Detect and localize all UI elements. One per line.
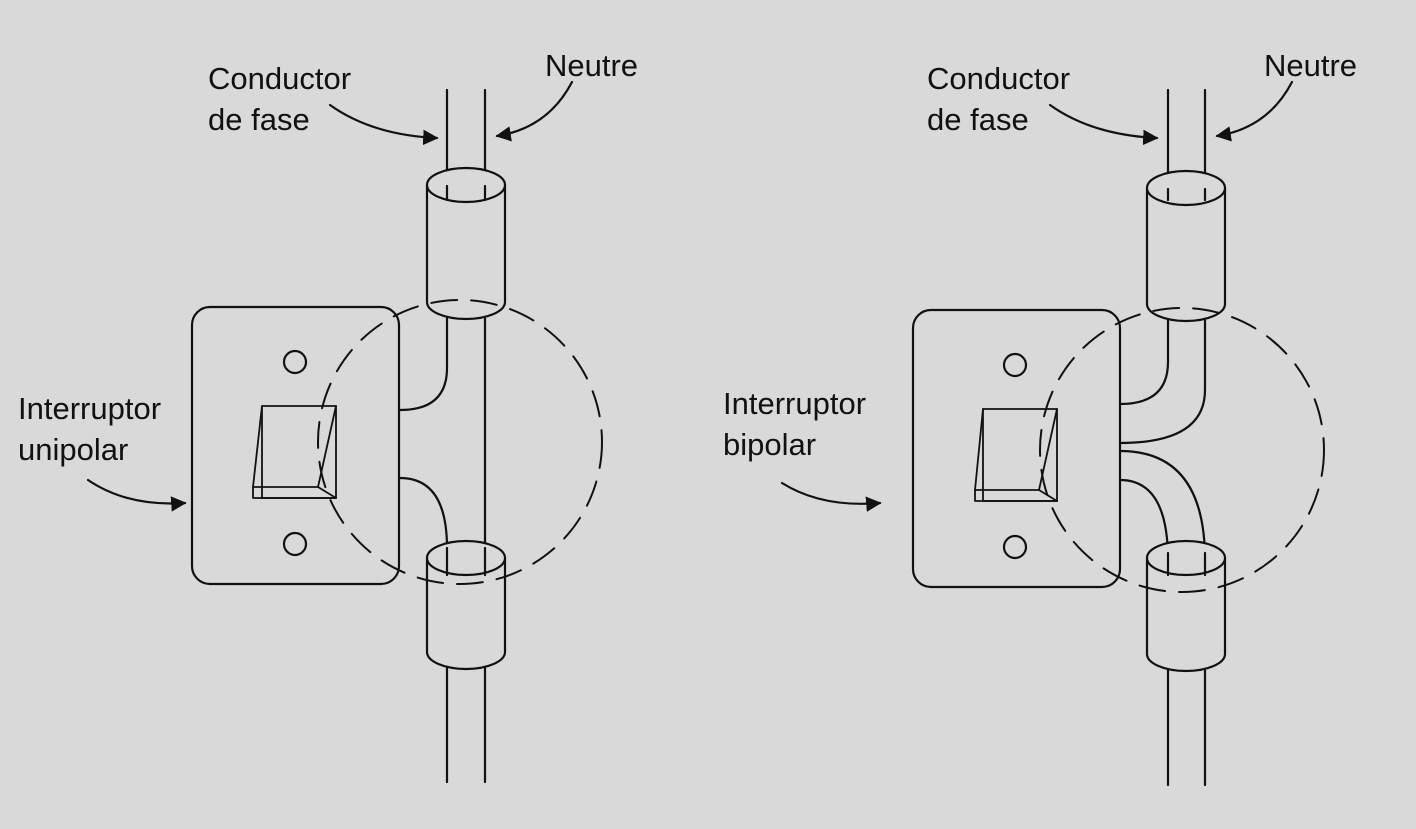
phase-arrow — [328, 103, 439, 146]
switch-arrow — [780, 481, 882, 512]
phase-label-line2: de fase — [927, 102, 1029, 137]
rocker-toggle — [974, 408, 1058, 502]
detail-circle — [317, 299, 603, 585]
phase-conductor-label: Conductor de fase — [927, 58, 1070, 140]
switch-plate — [911, 308, 1122, 589]
unipolar-switch-diagram — [86, 80, 603, 784]
switch-label-line2: bipolar — [723, 427, 817, 462]
phase-arrow — [1048, 103, 1159, 146]
neutral-wire-in — [1118, 318, 1207, 445]
bipolar-switch-diagram — [780, 80, 1325, 787]
screw-top — [1002, 352, 1028, 378]
screw-top — [282, 349, 308, 375]
detail-circle — [1039, 307, 1325, 593]
switch-type-label: Interruptor bipolar — [723, 383, 866, 465]
neutral-label: Neutre — [1264, 48, 1358, 83]
screw-bottom — [282, 531, 308, 557]
switch-plate — [190, 305, 401, 586]
phase-label-line2: de fase — [208, 102, 310, 137]
phase-label-line1: Conductor — [208, 61, 352, 96]
switch-label-line1: Interruptor — [18, 391, 162, 426]
lower-conduit — [1145, 539, 1227, 673]
upper-conduit — [425, 166, 507, 321]
phase-conductor-label: Conductor de fase — [208, 58, 351, 140]
phase-wire-in — [1118, 318, 1170, 406]
neutral-label: Neutre — [545, 48, 639, 83]
switch-label-line2: unipolar — [18, 432, 129, 467]
upper-conduit — [1145, 169, 1227, 323]
neutral-arrow — [495, 80, 574, 142]
neutral-arrow — [1215, 80, 1294, 142]
switch-type-label: Interruptor unipolar — [18, 388, 161, 470]
phase-label-line1: Conductor — [927, 61, 1071, 96]
lower-conduit — [425, 539, 507, 671]
switch-arrow — [86, 478, 187, 512]
phase-wire-out — [1118, 449, 1207, 562]
phase-wire-out — [398, 476, 449, 550]
screw-bottom — [1002, 534, 1028, 560]
switch-label-line1: Interruptor — [723, 386, 867, 421]
phase-wire-in — [398, 316, 449, 412]
